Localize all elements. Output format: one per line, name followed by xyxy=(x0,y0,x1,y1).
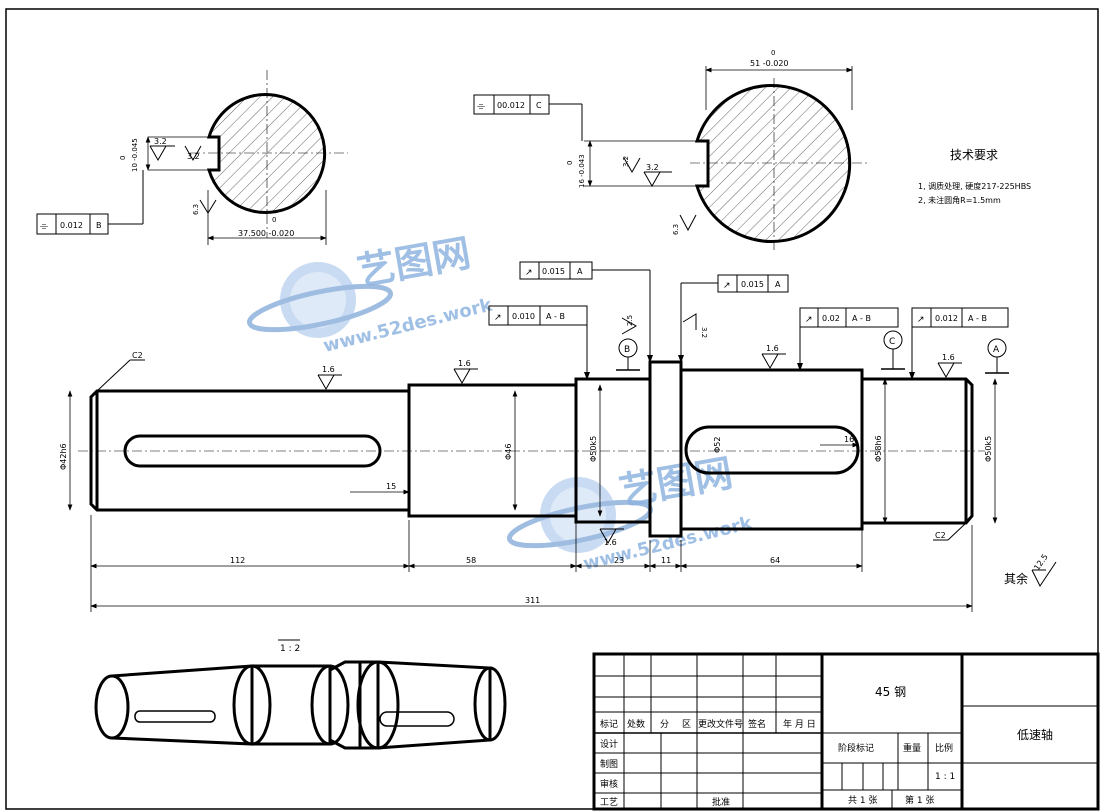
dia-58: Φ58h6 xyxy=(874,435,883,462)
dia-50k5-a: Φ50k5 xyxy=(589,436,598,462)
stage-mark: 阶段标记 xyxy=(838,742,874,754)
gtol-symbol: ⌯ xyxy=(477,101,485,112)
rough-outer: 6.3 xyxy=(192,204,200,215)
isometric-view xyxy=(94,660,507,750)
dia-dim: 37.500 -0.020 xyxy=(238,229,294,238)
dia-52: Φ52 xyxy=(713,437,722,453)
rough-key-bottom: 3.2 xyxy=(187,152,200,161)
rough-3: 2.5 xyxy=(626,315,634,326)
dim-11: 11 xyxy=(661,556,671,565)
row-process: 工艺 xyxy=(600,797,618,808)
key-width-dim: 16 -0.043 xyxy=(578,154,586,188)
fcf4-val: 0.02 xyxy=(822,314,840,323)
dim-58: 58 xyxy=(466,556,476,565)
tech-req-line-1: 1, 调质处理, 硬度217-225HBS xyxy=(918,181,1031,191)
section-view-right: 0 51 -0.020 0 16 -0.043 3.2 3.2 6.3 ⌯ 00… xyxy=(473,49,868,250)
rough-outer: 6.3 xyxy=(672,224,680,235)
watermark-logo-1 xyxy=(246,262,394,338)
rest-rough-label: 其余 xyxy=(1004,571,1028,586)
section-view-left: 0 10 -0.045 3.2 3.2 6.3 0 37.500 -0.020 … xyxy=(36,70,348,245)
watermark-logo-2 xyxy=(506,477,654,553)
rough-key-side: 3.2 xyxy=(154,137,167,146)
fcf2-sym: ↗ xyxy=(723,281,731,291)
dia-tol: 0 xyxy=(771,49,775,57)
part-name: 低速轴 xyxy=(1017,727,1053,742)
rough-key-side: 3.2 xyxy=(622,156,630,167)
chamfer-right: C2 xyxy=(935,531,946,540)
rest-rough-value: 12.5 xyxy=(1032,552,1050,572)
row-review: 审核 xyxy=(600,778,618,790)
fcf3-datum: A - B xyxy=(546,312,565,321)
fcf2-val: 0.015 xyxy=(741,280,764,289)
rough-5: 1.6 xyxy=(766,344,779,353)
scale-value: 1 : 1 xyxy=(935,772,955,782)
gtol-datum: C xyxy=(536,101,542,110)
gtol-value: 00.012 xyxy=(497,101,525,110)
row-approve: 批准 xyxy=(712,796,730,808)
dim-16: 16 xyxy=(844,435,854,444)
rough-1: 1.6 xyxy=(322,365,335,374)
dim-64: 64 xyxy=(770,556,780,565)
fcf1-datum: A xyxy=(577,267,583,276)
fcf1-sym: ↗ xyxy=(525,268,533,278)
rough-4: 3.2 xyxy=(700,327,708,338)
fcf3-val: 0.010 xyxy=(512,312,535,321)
fcf5-datum: A - B xyxy=(968,314,987,323)
header-date: 年 月 日 xyxy=(783,718,816,730)
dim-112: 112 xyxy=(230,556,245,565)
fcf1-val: 0.015 xyxy=(542,267,565,276)
datum-A: A xyxy=(993,345,1000,355)
sheet-number: 第 1 张 xyxy=(905,794,934,806)
sheet-total: 共 1 张 xyxy=(848,795,877,806)
shaft-main-view: Φ42h6 Φ46 Φ50k5 Φ52 Φ58h6 Φ50k5 15 16 C2… xyxy=(59,261,1009,612)
row-drawing: 制图 xyxy=(600,758,618,770)
rough-6: 1.6 xyxy=(942,353,955,362)
header-zone-2: 区 xyxy=(682,719,691,730)
datum-C: C xyxy=(889,337,895,347)
weight-label: 重量 xyxy=(903,742,921,754)
key-width-tol: 0 xyxy=(566,161,574,165)
gtol-value: 0.012 xyxy=(60,221,83,230)
dia-50k5-b: Φ50k5 xyxy=(984,436,993,462)
tech-req-title: 技术要求 xyxy=(950,148,998,162)
dia-tol: 0 xyxy=(272,216,276,224)
dia-dim: 51 -0.020 xyxy=(750,59,789,68)
gtol-symbol: ⌯ xyxy=(40,221,48,232)
header-sign: 签名 xyxy=(748,718,766,730)
dim-311: 311 xyxy=(525,596,540,605)
dia-46: Φ46 xyxy=(504,444,513,460)
rough-7: 1.6 xyxy=(604,538,617,547)
fcf5-sym: ↗ xyxy=(917,315,925,325)
key-width-dim: 10 -0.045 xyxy=(131,138,139,172)
scale-label: 比例 xyxy=(935,742,953,754)
dia-42: Φ42h6 xyxy=(59,443,68,470)
fcf4-datum: A - B xyxy=(852,314,871,323)
title-block: 45 钢 低速轴 标记 处数 分 区 更改文件号 签名 年 月 日 设计 制图 … xyxy=(592,652,1100,811)
fcf3-sym: ↗ xyxy=(494,313,502,323)
header-zone-1: 分 xyxy=(660,719,669,730)
fcf4-sym: ↗ xyxy=(805,315,813,325)
dim-23: 23 xyxy=(614,556,624,565)
header-change: 更改文件号 xyxy=(698,718,743,730)
chamfer-left: C2 xyxy=(132,351,143,360)
key-width-tol: 0 xyxy=(119,156,127,160)
dim-15: 15 xyxy=(386,482,396,491)
watermark-name-2: 艺图网 xyxy=(616,451,736,514)
datum-B: B xyxy=(624,345,630,355)
rough-key-bottom: 3.2 xyxy=(646,163,659,172)
watermark-name-1: 艺图网 xyxy=(354,231,474,294)
rough-2: 1.6 xyxy=(458,359,471,368)
drawing-frame xyxy=(5,8,1099,810)
row-design: 设计 xyxy=(600,738,618,750)
gtol-datum: B xyxy=(96,221,102,230)
fcf2-datum: A xyxy=(775,280,781,289)
material: 45 钢 xyxy=(875,685,906,699)
iso-scale: 1 : 2 xyxy=(280,644,300,654)
tech-req-line-2: 2, 未注圆角R=1.5mm xyxy=(918,195,1001,205)
fcf5-val: 0.012 xyxy=(935,314,958,323)
header-count: 处数 xyxy=(627,718,645,730)
header-mark: 标记 xyxy=(600,718,618,730)
